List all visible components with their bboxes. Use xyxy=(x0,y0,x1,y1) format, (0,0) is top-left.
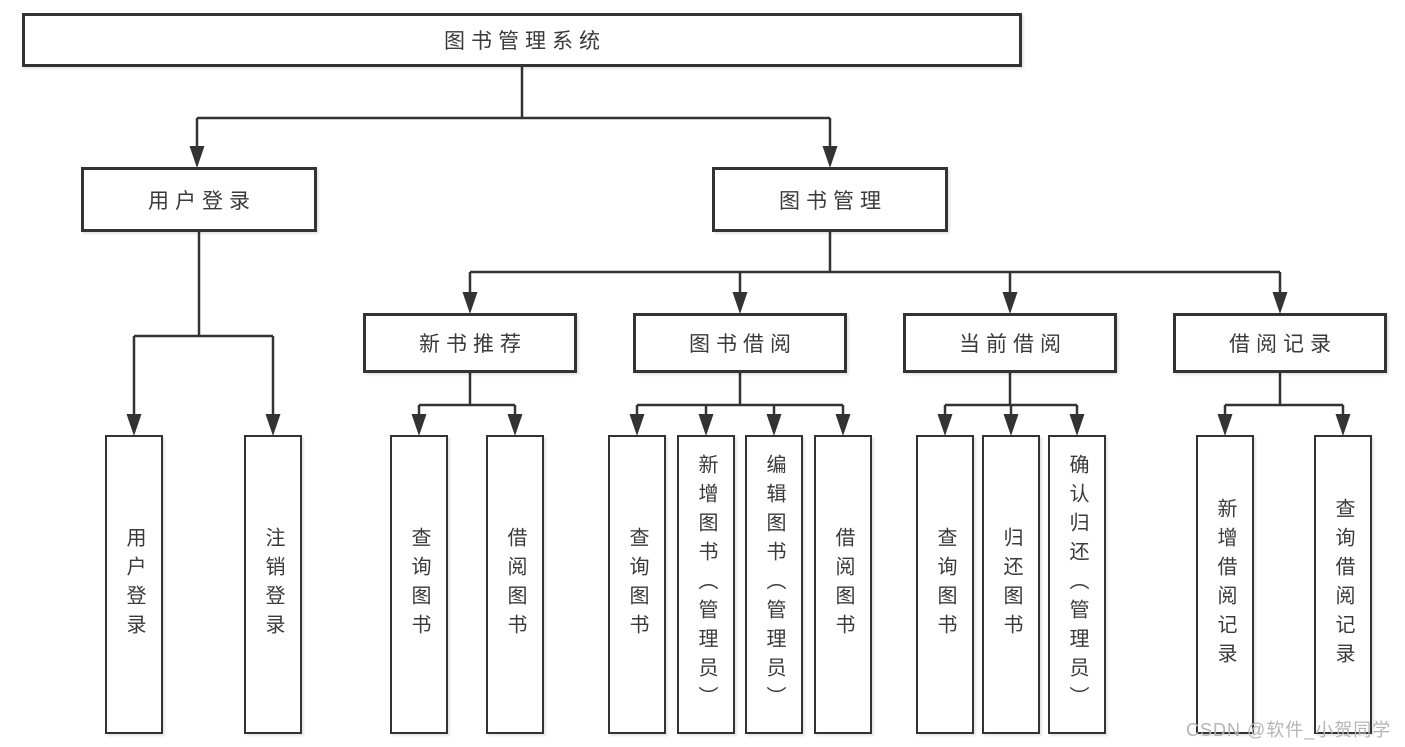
arrow-down-icon xyxy=(1069,414,1085,436)
leaf-label: 用户登录 xyxy=(123,526,145,643)
leaf-query-books-borrowing: 查询图书 xyxy=(608,435,666,734)
arrow-down-icon xyxy=(1272,292,1288,314)
arrow-down-icon xyxy=(1335,414,1351,436)
node-label: 图书管理系统 xyxy=(444,30,606,53)
leaf-query-books-current: 查询图书 xyxy=(916,435,974,734)
node-label: 新书推荐 xyxy=(419,333,527,356)
leaf-borrow-books-recommend: 借阅图书 xyxy=(486,435,544,734)
node-label: 借阅记录 xyxy=(1229,333,1337,356)
node-book-management: 图书管理 xyxy=(712,167,948,232)
node-borrowing-records: 借阅记录 xyxy=(1173,313,1387,373)
arrow-down-icon xyxy=(937,414,953,436)
node-book-borrowing: 图书借阅 xyxy=(633,313,847,373)
leaf-label: 注销登录 xyxy=(262,526,284,643)
arrow-down-icon xyxy=(766,414,782,436)
node-label: 当前借阅 xyxy=(959,333,1067,356)
connector-records-to-leaves xyxy=(1217,373,1351,436)
arrow-down-icon xyxy=(822,146,838,168)
leaf-label: 借阅图书 xyxy=(832,526,854,643)
connector-mgmt-to-groups xyxy=(462,232,1288,314)
connector-login-to-leaves xyxy=(126,232,281,436)
node-label: 图书借阅 xyxy=(689,333,797,356)
leaf-logout: 注销登录 xyxy=(244,435,302,734)
node-library-system: 图书管理系统 xyxy=(22,13,1022,67)
arrow-down-icon xyxy=(629,414,645,436)
leaf-label: 查询图书 xyxy=(934,526,956,643)
arrow-down-icon xyxy=(126,414,142,436)
leaf-label: 编辑图书（管理员） xyxy=(763,454,785,715)
node-label: 图书管理 xyxy=(779,189,887,213)
connector-recommend-to-leaves xyxy=(411,373,523,436)
arrow-down-icon xyxy=(1217,414,1233,436)
arrow-down-icon xyxy=(698,414,714,436)
leaf-add-borrow-record: 新增借阅记录 xyxy=(1196,435,1254,734)
leaf-label: 查询图书 xyxy=(408,526,430,643)
leaf-label: 确认归还（管理员） xyxy=(1066,454,1088,715)
arrow-down-icon xyxy=(189,146,205,168)
leaf-label: 归还图书 xyxy=(1000,526,1022,643)
connector-root-to-level2 xyxy=(189,66,838,168)
leaf-user-login: 用户登录 xyxy=(105,435,163,734)
leaf-label: 新增借阅记录 xyxy=(1214,497,1236,672)
connector-borrowing-to-leaves xyxy=(629,373,851,436)
arrow-down-icon xyxy=(835,414,851,436)
arrow-down-icon xyxy=(1002,292,1018,314)
arrow-down-icon xyxy=(265,414,281,436)
arrow-down-icon xyxy=(411,414,427,436)
arrow-down-icon xyxy=(507,414,523,436)
arrow-down-icon xyxy=(462,292,478,314)
leaf-edit-book-admin: 编辑图书（管理员） xyxy=(745,435,803,734)
leaf-label: 借阅图书 xyxy=(504,526,526,643)
leaf-query-borrow-record: 查询借阅记录 xyxy=(1314,435,1372,734)
leaf-label: 新增图书（管理员） xyxy=(695,454,717,715)
node-label: 用户登录 xyxy=(148,189,256,213)
leaf-confirm-return-admin: 确认归还（管理员） xyxy=(1048,435,1106,734)
leaf-query-books-recommend: 查询图书 xyxy=(390,435,448,734)
leaf-label: 查询借阅记录 xyxy=(1332,497,1354,672)
arrow-down-icon xyxy=(732,292,748,314)
connector-current-to-leaves xyxy=(937,373,1085,436)
watermark: CSDN @软件_小贺同学 xyxy=(1186,720,1392,740)
node-current-borrowing: 当前借阅 xyxy=(903,313,1117,373)
leaf-borrow-books-borrowing: 借阅图书 xyxy=(814,435,872,734)
leaf-add-book-admin: 新增图书（管理员） xyxy=(677,435,735,734)
node-user-login: 用户登录 xyxy=(81,167,317,232)
arrow-down-icon xyxy=(1003,414,1019,436)
node-new-book-recommendation: 新书推荐 xyxy=(363,313,577,373)
leaf-label: 查询图书 xyxy=(626,526,648,643)
leaf-return-books: 归还图书 xyxy=(982,435,1040,734)
